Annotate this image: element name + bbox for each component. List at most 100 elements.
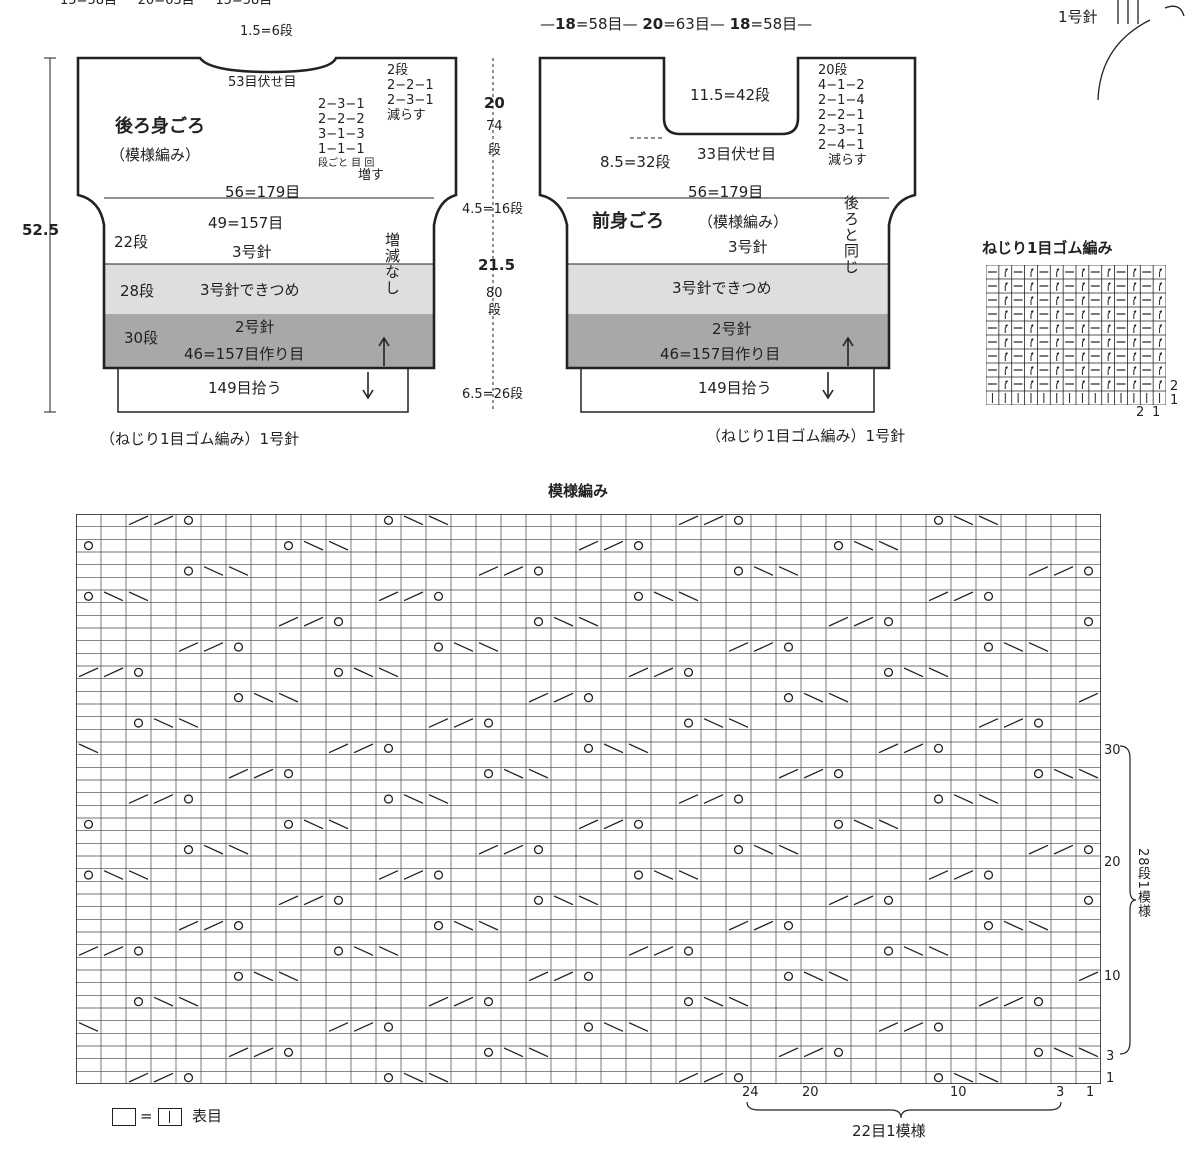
top-cut-left: 15=58目 20=63目 15=58目	[60, 0, 272, 7]
rib-twisted-knit-symbol	[1004, 268, 1008, 277]
yarn-over-symbol	[983, 870, 994, 880]
k2tog-symbol	[953, 870, 974, 880]
yarn-over-symbol	[333, 667, 344, 677]
k2tog-symbol	[203, 642, 224, 652]
rib-chart	[986, 265, 1166, 405]
k2tog-symbol	[1078, 971, 1099, 982]
k2tog-symbol	[628, 946, 649, 956]
ssk-symbol	[528, 768, 549, 779]
yarn-over-symbol	[83, 541, 94, 551]
stitch-repeat-brace	[746, 1101, 1062, 1119]
yarn-over-symbol	[1033, 997, 1044, 1007]
k2tog-symbol	[553, 971, 574, 982]
legend-text: 表目	[192, 1107, 223, 1125]
front-band-needle2	[567, 314, 889, 368]
ssk-symbol	[1078, 1047, 1099, 1058]
ssk-symbol	[928, 946, 949, 956]
ssk-symbol	[228, 844, 249, 855]
ssk-symbol	[428, 1072, 449, 1083]
yarn-over-symbol	[683, 946, 694, 956]
ssk-symbol	[278, 692, 299, 703]
front-neck-dec-5: 2−3−1	[818, 122, 865, 138]
rib-twisted-knit-symbol	[1056, 366, 1060, 375]
dim-80: 80	[486, 286, 503, 301]
yarn-over-symbol	[483, 997, 494, 1007]
rib-twisted-knit-symbol	[1133, 282, 1137, 291]
k2tog-symbol	[203, 920, 224, 931]
k2tog-symbol	[78, 667, 99, 678]
yarn-over-symbol	[533, 566, 544, 576]
ssk-symbol	[203, 566, 224, 576]
rib-twisted-knit-symbol	[1056, 310, 1060, 319]
yarn-over-symbol	[333, 946, 344, 956]
rib-twisted-knit-symbol	[1081, 310, 1085, 319]
k2tog-symbol	[678, 794, 699, 804]
yarn-over-symbol	[883, 946, 894, 956]
k2tog-symbol	[428, 718, 449, 728]
k2tog-symbol	[978, 996, 999, 1007]
k2tog-symbol	[1003, 996, 1024, 1007]
k2tog-symbol	[153, 515, 174, 526]
k2tog-symbol	[853, 895, 874, 906]
yarn-over-symbol	[183, 515, 194, 525]
schematic-drawing	[44, 0, 1185, 413]
back-outline	[76, 56, 458, 370]
ssk-symbol	[328, 540, 349, 551]
rib-twisted-knit-symbol	[1030, 296, 1034, 305]
k2tog-symbol	[403, 591, 424, 602]
front-outline	[538, 56, 917, 370]
ssk-symbol	[403, 515, 424, 526]
top-cut-right: —18=58目— 20=63目— 18=58目—	[540, 15, 813, 33]
yarn-over-symbol	[733, 794, 744, 804]
rib-twisted-knit-symbol	[1004, 380, 1008, 389]
yarn-over-symbol	[1033, 718, 1044, 728]
ssk-symbol	[128, 870, 149, 880]
k2tog-symbol	[503, 844, 524, 855]
ssk-symbol	[953, 515, 974, 526]
k2tog-symbol	[578, 819, 599, 830]
k2tog-symbol	[1028, 844, 1049, 855]
top-cut-r2: =58目	[575, 15, 623, 33]
k2tog-symbol	[303, 895, 324, 906]
ssk-symbol	[453, 920, 474, 931]
front-same-as-back: 後ろと同じ	[842, 195, 860, 275]
front-title: 前身ごろ	[592, 211, 664, 232]
front-neck-bind: 33目伏せ目	[697, 145, 777, 163]
yarn-over-symbol	[283, 769, 294, 779]
ssk-symbol	[953, 1072, 974, 1083]
yarn-over-symbol	[533, 895, 544, 905]
k2tog-symbol	[753, 920, 774, 931]
ssk-symbol	[178, 718, 199, 728]
yarn-over-symbol	[483, 718, 494, 728]
ssk-symbol	[628, 1022, 649, 1032]
yarn-over-symbol	[133, 718, 144, 728]
rib-twisted-knit-symbol	[1159, 352, 1163, 361]
ssk-symbol	[628, 743, 649, 754]
yarn-over-symbol	[83, 819, 94, 829]
yarn-over-symbol	[383, 1073, 394, 1083]
yarn-over-symbol	[933, 743, 944, 753]
back-arm-inc-4: 1−1−1	[318, 141, 365, 157]
yarn-over-symbol	[633, 591, 644, 601]
k2tog-symbol	[978, 718, 999, 728]
rib-twisted-knit-symbol	[1056, 296, 1060, 305]
front-neck-dec-6: 2−4−1	[818, 137, 865, 153]
rib-twisted-knit-symbol	[1030, 310, 1034, 319]
chart-border	[76, 514, 1101, 1084]
rib-twisted-knit-symbol	[1159, 268, 1163, 277]
yarn-over-symbol	[933, 1022, 944, 1032]
k2tog-symbol	[278, 616, 299, 627]
k2tog-symbol	[528, 971, 549, 982]
k2tog-symbol	[178, 642, 199, 652]
yarn-over-symbol	[783, 971, 794, 981]
k2tog-symbol	[903, 743, 924, 754]
rib-twisted-knit-symbol	[1133, 380, 1137, 389]
back-arm-inc-3: 3−1−3	[318, 126, 365, 142]
rib-twisted-knit-symbol	[1004, 282, 1008, 291]
k2tog-symbol	[328, 1022, 349, 1032]
front-cast-on: 46=157目作り目	[660, 345, 781, 363]
ssk-symbol	[478, 642, 499, 652]
k2tog-symbol	[153, 794, 174, 804]
ssk-symbol	[428, 794, 449, 804]
ssk-symbol	[728, 718, 749, 728]
